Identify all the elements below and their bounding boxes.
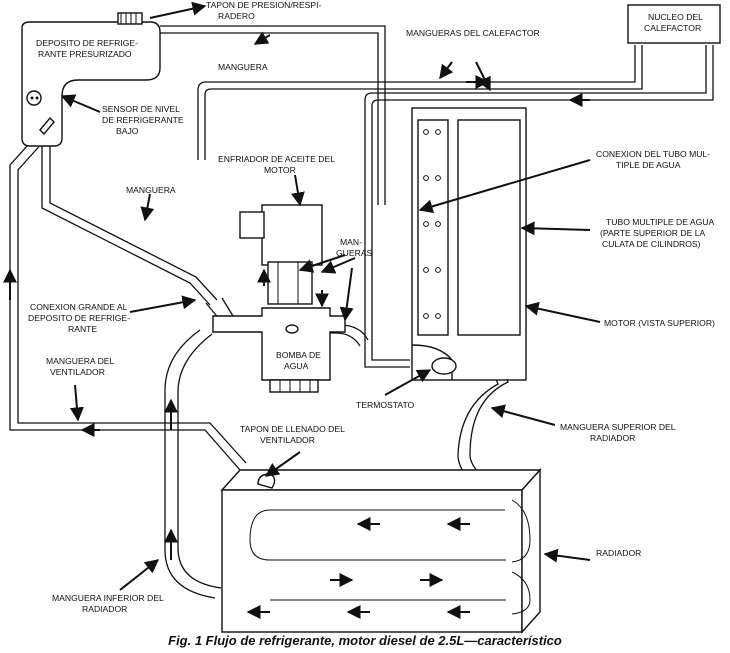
label-water-pump: BOMBA DE AGUA — [276, 350, 323, 371]
label-level-sensor: SENSOR DE NIVEL DE REFRIGERANTE BAJO — [102, 104, 186, 136]
label-thermostat: TERMOSTATO — [356, 400, 415, 410]
label-mid-hoses: MAN- GUERAS — [336, 237, 373, 258]
label-radiator: RADIADOR — [596, 548, 641, 558]
label-engine: MOTOR (VISTA SUPERIOR) — [604, 318, 715, 328]
label-vent-hose: MANGUERA DEL VENTILADOR — [46, 356, 116, 377]
label-reservoir: DEPOSITO DE REFRIGE- RANTE PRESURIZADO — [36, 38, 140, 59]
label-large-connection: CONEXION GRANDE AL DEPOSITO DE REFRIGE- … — [28, 302, 132, 334]
thermostat — [431, 357, 457, 375]
oil-cooler — [239, 204, 323, 305]
hoses — [9, 25, 714, 599]
leader-lines — [60, 61, 601, 591]
label-lower-hose: MANGUERA INFERIOR DEL RADIADOR — [52, 593, 166, 614]
level-sensor-icon — [26, 90, 42, 106]
radiator — [220, 468, 542, 634]
label-manifold-connection: CONEXION DEL TUBO MUL- TIPLE DE AGUA — [596, 149, 713, 170]
label-water-manifold: TUBO MULTIPLE DE AGUA (PARTE SUPERIOR DE… — [600, 217, 716, 249]
label-pressure-cap: TAPON DE PRESION/RESPI- RADERO — [206, 0, 324, 21]
pressure-cap — [117, 12, 143, 25]
label-fill-cap: TAPON DE LLENADO DEL VENTILADOR — [240, 424, 347, 445]
heater-core — [627, 4, 721, 44]
water-pump — [212, 307, 346, 393]
label-top-hose: MANGUERA — [218, 62, 268, 72]
label-heater-hoses: MANGUERAS DEL CALEFACTOR — [406, 28, 540, 38]
label-left-hose: MANGUERA — [126, 185, 176, 195]
label-heater-core: NUCLEO DEL CALEFACTOR — [644, 12, 705, 33]
coolant-reservoir — [21, 12, 161, 147]
label-upper-hose: MANGUERA SUPERIOR DEL RADIADOR — [560, 422, 678, 443]
figure-caption: Fig. 1 Flujo de refrigerante, motor dies… — [168, 633, 562, 648]
diagram-labels: TAPON DE PRESION/RESPI- RADERO DEPOSITO … — [28, 0, 716, 614]
engine-top-view — [411, 107, 527, 381]
label-oil-cooler: ENFRIADOR DE ACEITE DEL MOTOR — [218, 154, 337, 175]
